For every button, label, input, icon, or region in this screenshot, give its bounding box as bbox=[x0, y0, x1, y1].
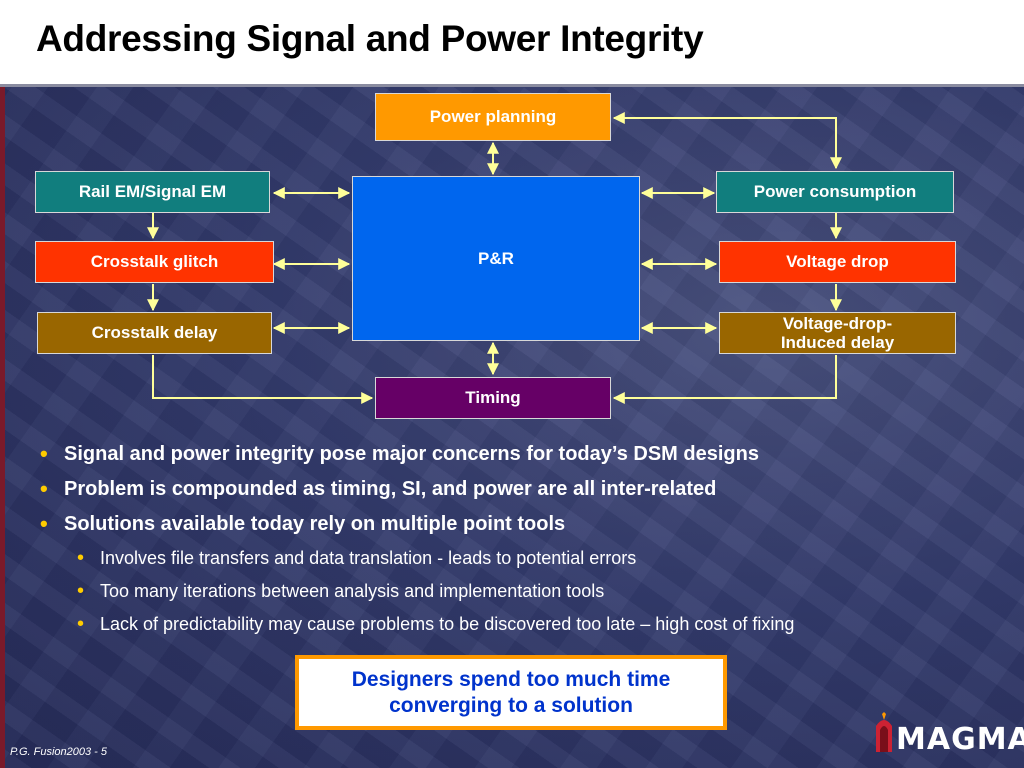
voltage-drop-box: Voltage drop bbox=[719, 241, 956, 283]
bullet-list: Signal and power integrity pose major co… bbox=[40, 442, 1010, 646]
connector-delay-timing bbox=[152, 355, 374, 404]
sub-bullet-item: Too many iterations between analysis and… bbox=[40, 580, 1010, 602]
left-accent-strip bbox=[0, 87, 5, 768]
magma-mark-icon bbox=[876, 712, 892, 752]
pr-box: P&R bbox=[352, 176, 640, 341]
logo-wordmark: MAGMA bbox=[896, 722, 1024, 757]
crosstalk-glitch-box: Crosstalk glitch bbox=[35, 241, 274, 283]
bullet-item: Problem is compounded as timing, SI, and… bbox=[40, 477, 1010, 501]
voltage-drop-delay-box: Voltage-drop- Induced delay bbox=[719, 312, 956, 354]
callout-box: Designers spend too much time converging… bbox=[295, 655, 727, 730]
bullet-item: Signal and power integrity pose major co… bbox=[40, 442, 1010, 466]
sub-bullet-item: Involves file transfers and data transla… bbox=[40, 547, 1010, 569]
power-planning-box: Power planning bbox=[375, 93, 611, 141]
magma-logo: MAGMA bbox=[868, 712, 1024, 760]
slide-title: Addressing Signal and Power Integrity bbox=[36, 18, 704, 59]
crosstalk-delay-box: Crosstalk delay bbox=[37, 312, 272, 354]
footer-text: P.G. Fusion2003 - 5 bbox=[10, 746, 108, 758]
power-consumption-box: Power consumption bbox=[716, 171, 954, 213]
connector-vdelay-timing bbox=[612, 355, 837, 404]
rail-em-box: Rail EM/Signal EM bbox=[35, 171, 270, 213]
title-bar: Addressing Signal and Power Integrity bbox=[0, 0, 1024, 87]
sub-bullet-item: Lack of predictability may cause problem… bbox=[40, 613, 1010, 635]
connector-planning-powercons bbox=[612, 112, 842, 170]
timing-box: Timing bbox=[375, 377, 611, 419]
bullet-item: Solutions available today rely on multip… bbox=[40, 512, 1010, 536]
